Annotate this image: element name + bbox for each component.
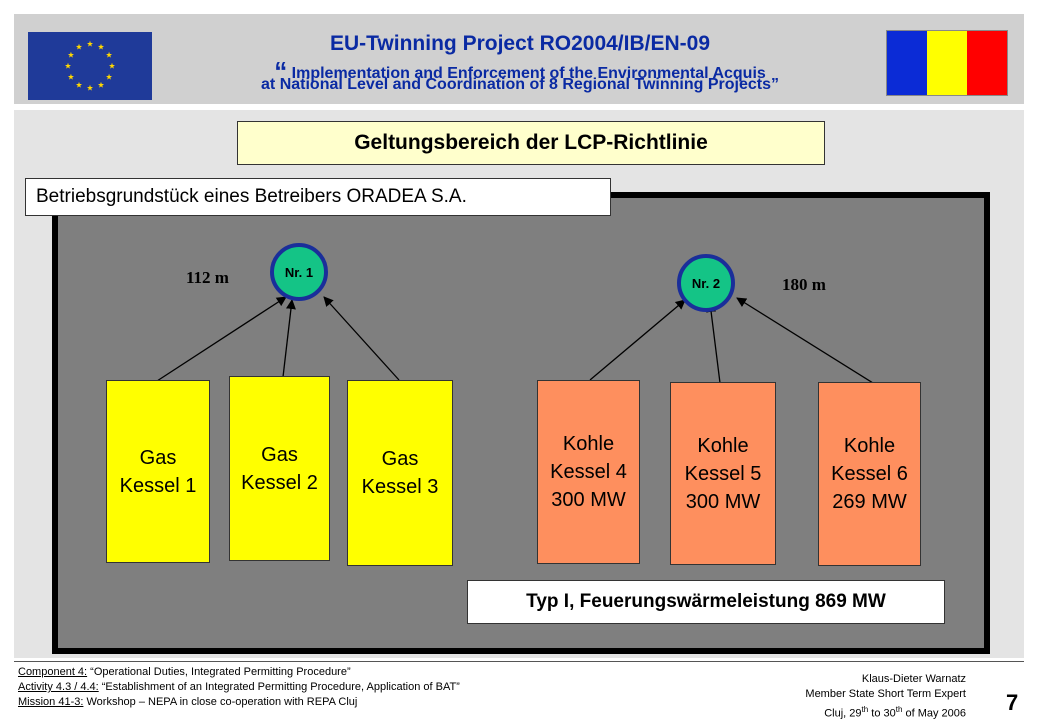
boiler-fuel: Gas bbox=[139, 446, 177, 469]
boiler-fuel: Kohle bbox=[843, 435, 896, 457]
footer-activity-text: “Establishment of an Integrated Permitti… bbox=[98, 681, 460, 693]
boiler-capacity: 300 MW bbox=[551, 489, 626, 511]
boiler-coal-kessel-6: Kohle Kessel 6 269 MW bbox=[818, 382, 921, 566]
romania-flag-icon bbox=[886, 30, 1008, 96]
eu-flag-star bbox=[75, 81, 83, 88]
footer-component-text: “Operational Duties, Integrated Permitti… bbox=[87, 666, 351, 678]
footer-divider bbox=[14, 661, 1024, 662]
eu-flag-star bbox=[86, 84, 94, 91]
eu-flag-icon bbox=[28, 32, 152, 100]
page-number: 7 bbox=[1006, 690, 1019, 715]
boiler-name: Kessel 3 bbox=[361, 476, 439, 498]
site-label: Betriebsgrundstück eines Betreibers ORAD… bbox=[25, 178, 611, 216]
eu-flag-star bbox=[106, 73, 113, 80]
footer-author-info: Klaus-Dieter Warnatz Member State Short … bbox=[805, 672, 966, 720]
project-subtitle-text: Implementation and Enforcement of the En… bbox=[291, 65, 766, 82]
footer-mission-label: Mission 41-3: bbox=[18, 696, 84, 708]
project-subtitle-line2: at National Level and Coordination of 8 … bbox=[261, 76, 779, 93]
boiler-fuel: Kohle bbox=[562, 433, 615, 455]
boiler-fuel: Gas bbox=[381, 448, 419, 470]
chimney-nr2-distance: 180 m bbox=[782, 275, 826, 294]
eu-flag-star bbox=[106, 51, 113, 58]
chimney-nr1-distance: 112 m bbox=[186, 268, 229, 287]
eu-flag-star bbox=[97, 43, 105, 50]
boiler-coal-kessel-5: Kohle Kessel 5 300 MW bbox=[670, 382, 776, 565]
eu-flag-star bbox=[108, 62, 116, 69]
header-banner bbox=[14, 14, 1024, 104]
boiler-fuel: Gas bbox=[261, 443, 298, 466]
boiler-gas-kessel-2: Gas Kessel 2 bbox=[229, 376, 330, 561]
eu-flag-star bbox=[64, 62, 72, 69]
boiler-name: Kessel 2 bbox=[241, 471, 318, 494]
boiler-name: Kessel 6 bbox=[831, 463, 908, 485]
eu-flag-star bbox=[67, 51, 74, 58]
boiler-capacity: 300 MW bbox=[685, 490, 761, 513]
opening-quote: “ bbox=[274, 56, 288, 86]
eu-flag-star bbox=[86, 40, 94, 47]
footer-component-line: Component 4: “Operational Duties, Integr… bbox=[18, 665, 460, 680]
project-subtitle-line1: “ Implementation and Enforcement of the … bbox=[160, 56, 880, 87]
footer-role: Member State Short Term Expert bbox=[805, 688, 966, 700]
chimney-nr2-label: Nr. 2 bbox=[691, 275, 721, 291]
romania-flag-red-stripe bbox=[967, 31, 1007, 95]
chimney-nr1: Nr. 1 bbox=[270, 243, 328, 301]
boiler-gas-kessel-1: Gas Kessel 1 bbox=[106, 380, 210, 563]
footer-mission-line: Mission 41-3: Workshop – NEPA in close c… bbox=[18, 695, 460, 710]
footer-activity-line: Activity 4.3 / 4.4: “Establishment of an… bbox=[18, 680, 460, 695]
romania-flag-yellow-stripe bbox=[927, 31, 967, 95]
project-title: EU-Twinning Project RO2004/IB/EN-09 bbox=[329, 32, 711, 55]
eu-flag-star bbox=[75, 43, 83, 50]
boiler-capacity: 269 MW bbox=[832, 491, 907, 513]
boiler-coal-kessel-4: Kohle Kessel 4 300 MW bbox=[537, 380, 640, 564]
boiler-name: Kessel 1 bbox=[119, 474, 197, 497]
slide-title: Geltungsbereich der LCP-Richtlinie bbox=[237, 121, 825, 165]
footer-author: Klaus-Dieter Warnatz bbox=[861, 673, 966, 685]
boiler-name: Kessel 5 bbox=[684, 462, 762, 485]
summary-label: Typ I, Feuerungswärmeleistung 869 MW bbox=[467, 580, 945, 624]
chimney-nr1-label: Nr. 1 bbox=[284, 264, 314, 280]
footer-activity-label: Activity 4.3 / 4.4: bbox=[18, 681, 99, 693]
boiler-name: Kessel 4 bbox=[550, 461, 627, 483]
romania-flag-blue-stripe bbox=[887, 31, 927, 95]
boiler-gas-kessel-3: Gas Kessel 3 bbox=[347, 380, 453, 566]
boiler-fuel: Kohle bbox=[697, 434, 749, 457]
footer-place-date: Cluj, 29th to 30th of May 2006 bbox=[824, 705, 966, 720]
eu-flag-star bbox=[67, 73, 74, 80]
footer-project-info: Component 4: “Operational Duties, Integr… bbox=[18, 665, 460, 710]
footer-component-label: Component 4: bbox=[18, 666, 88, 678]
footer-mission-text: Workshop – NEPA in close co-operation wi… bbox=[83, 696, 358, 708]
eu-flag-star bbox=[97, 81, 105, 88]
chimney-nr2: Nr. 2 bbox=[677, 254, 735, 312]
